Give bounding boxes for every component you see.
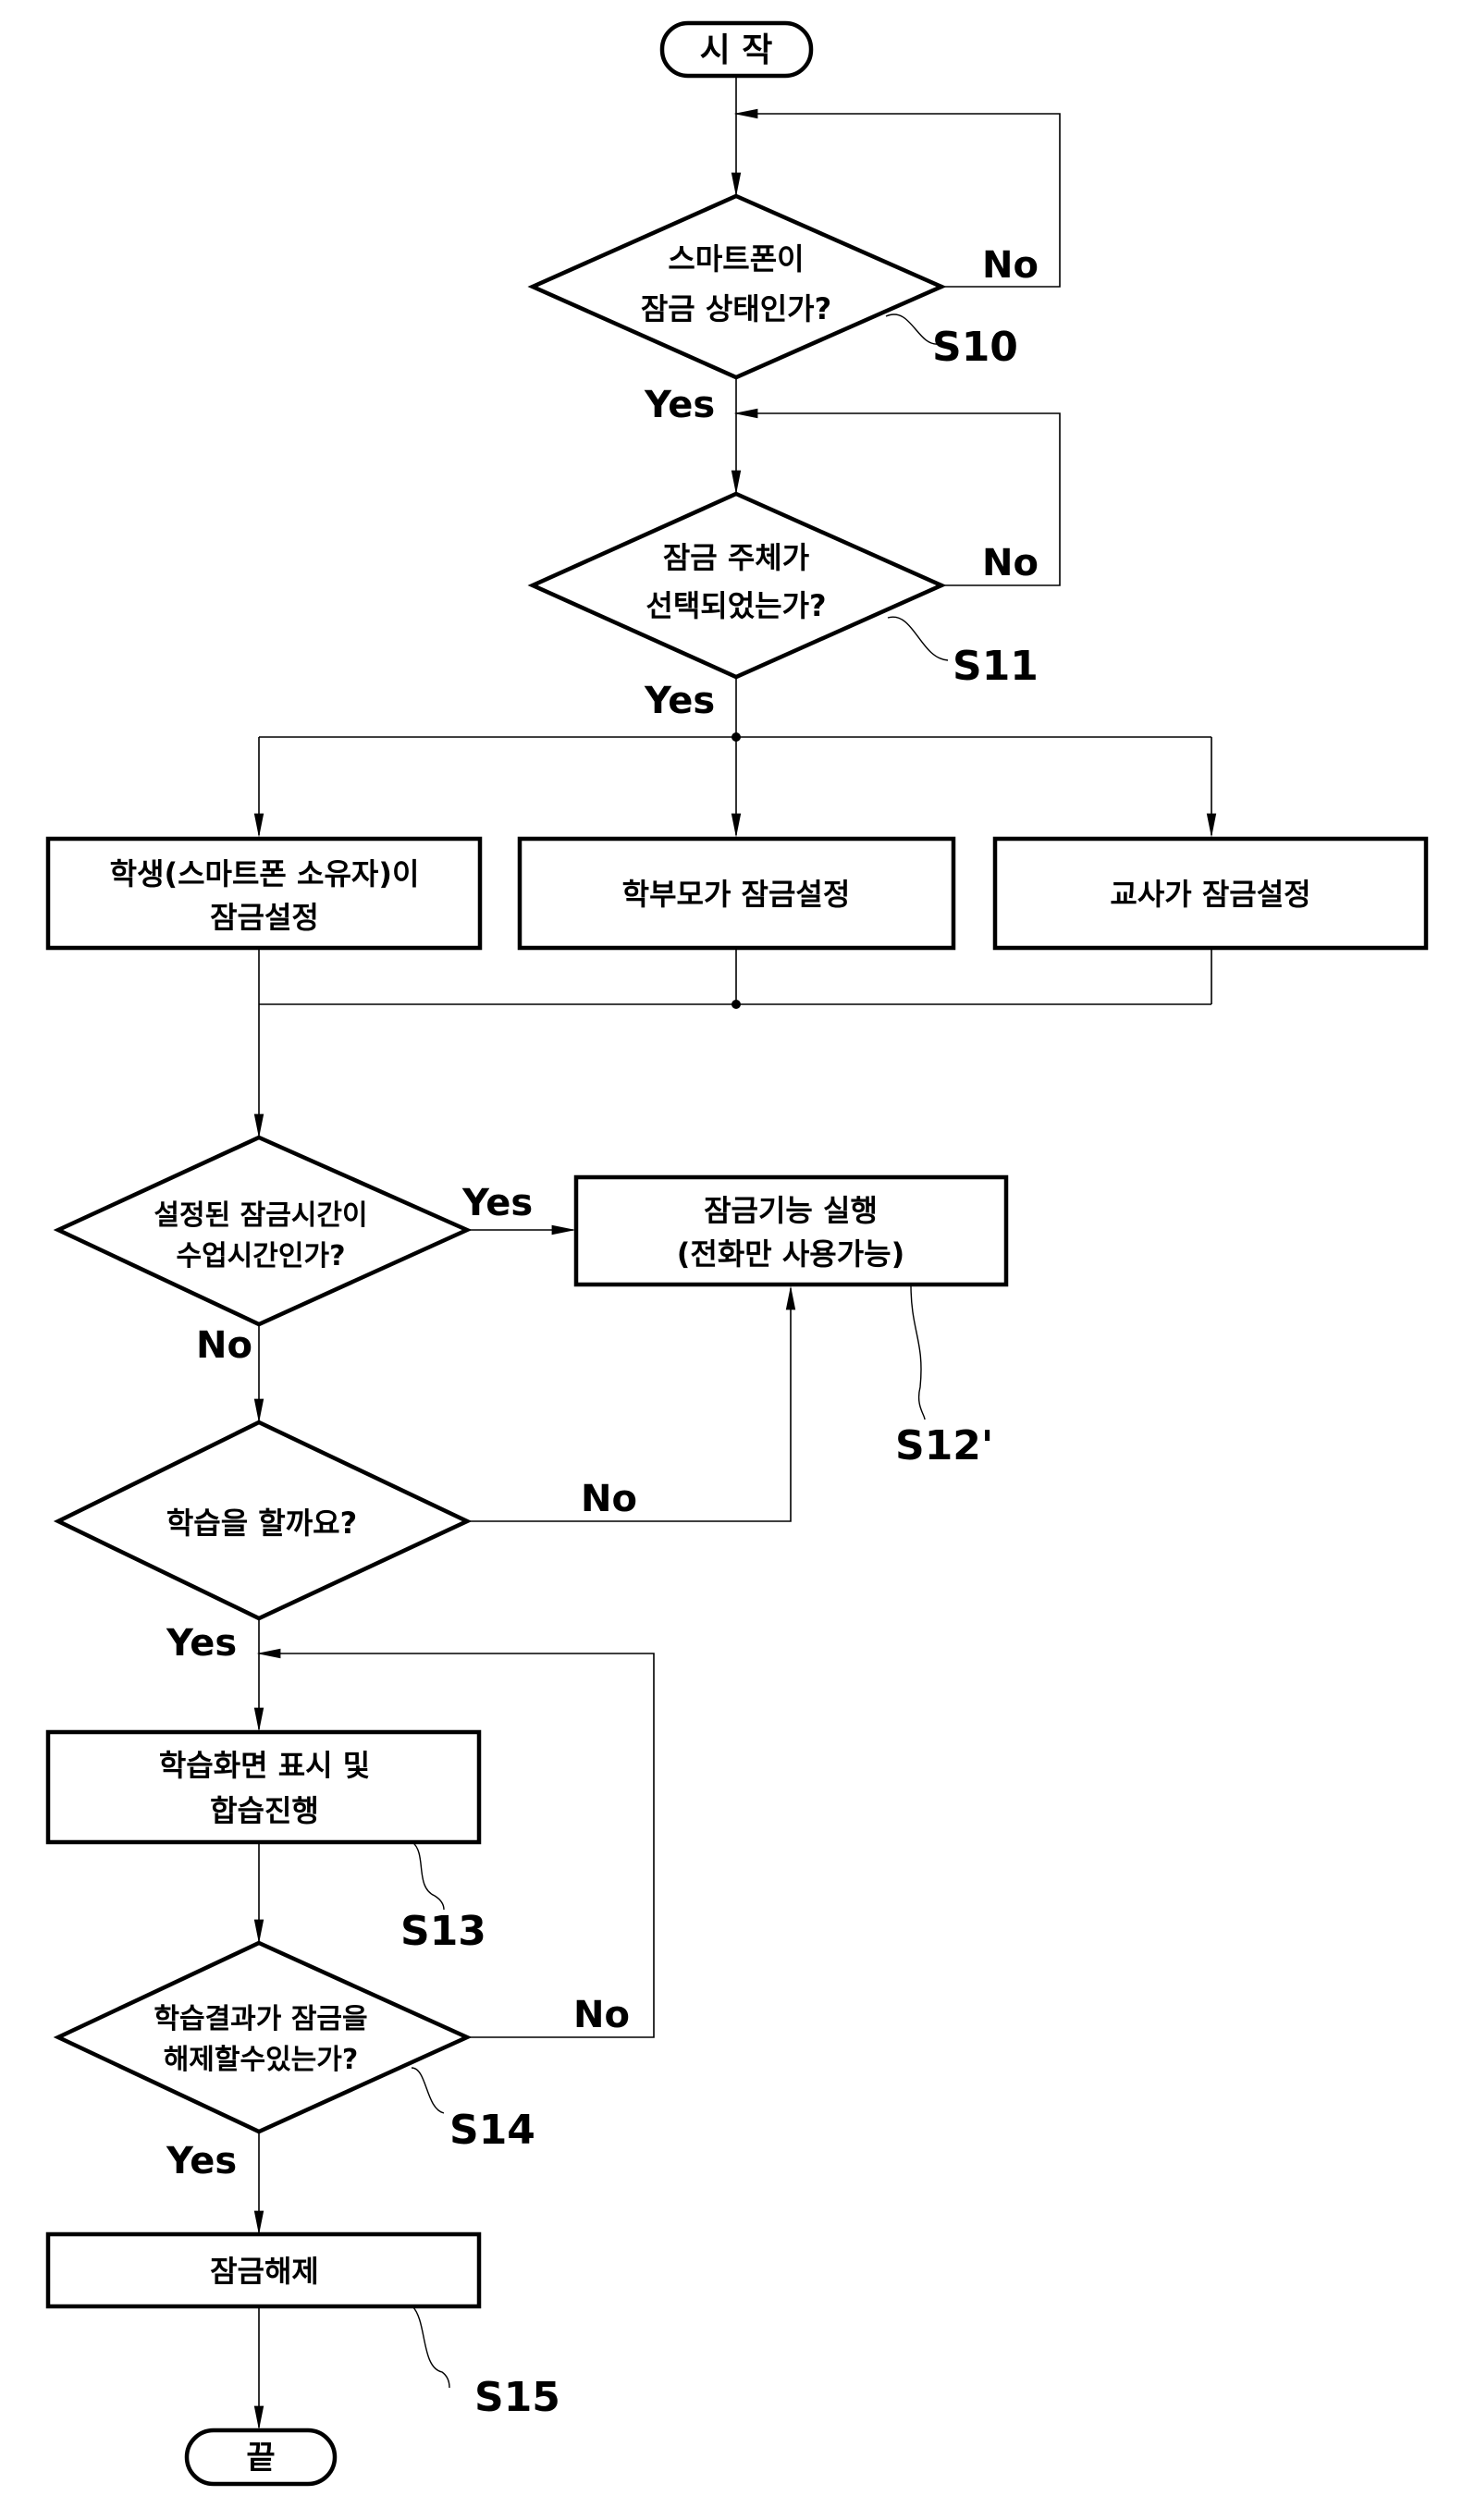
lock-subject-yes-label: Yes [644,680,715,722]
study-prompt-yes-label: Yes [166,1622,237,1665]
end-terminal: 끝 [184,2428,338,2487]
decision-study-prompt-line1: 학습을 할까요? [166,1506,357,1541]
start-terminal: 시 작 [659,20,814,79]
start-label: 시 작 [700,31,773,69]
s11-leader [887,616,949,661]
unlock-check-no-label: No [573,1994,630,2036]
decision-study-prompt: 학습을 할까요? [53,1420,473,1621]
box-student-lock: 학생(스마트폰 소유자)이 잠금설정 [45,836,483,951]
class-time-no-label: No [196,1324,252,1367]
decision-lock-state: 스마트폰이 잠금 상태인가? [527,193,947,380]
box-lock-exec-line1: 잠금기능 실행 [704,1193,878,1228]
box-teacher-line1: 교사가 잠금설정 [1110,877,1310,912]
decision-lock-subject-line1: 잠금 주체가 [663,540,809,575]
flow-lock-state-no-loop [733,108,1061,288]
decision-lock-subject-line2: 선택되었는가? [645,588,826,623]
decision-lock-state-line1: 스마트폰이 [668,241,804,277]
decision-unlock-check: 학습결과가 잠금을 해제할수있는가? [53,1940,473,2134]
box-parent-line1: 학부모가 잠금설정 [622,877,851,912]
box-student-line1: 학생(스마트폰 소유자)이 [110,856,420,891]
box-lock-exec: 잠금기능 실행 (전화만 사용가능) [573,1174,1009,1287]
lock-state-no-label: No [982,244,1039,287]
lock-subject-no-label: No [982,542,1039,584]
box-study: 학습화면 표시 및 합습진행 [45,1729,482,1845]
box-study-line2: 합습진행 [210,1793,319,1828]
box-teacher-lock: 교사가 잠금설정 [992,836,1429,951]
box-study-line1: 학습화면 표시 및 [159,1748,370,1783]
s14-leader [411,2067,445,2114]
decision-unlock-check-line1: 학습결과가 잠금을 [154,2003,367,2035]
lock-state-yes-label: Yes [644,384,715,426]
study-prompt-no-label: No [581,1478,637,1520]
box-lock-exec-line2: (전화만 사용가능) [677,1236,904,1272]
s10-leader [885,313,940,345]
flow-unlock-check-no-loop [256,1648,655,2038]
decision-unlock-check-line2: 해제할수있는가? [164,2044,359,2076]
class-time-yes-label: Yes [461,1182,533,1224]
step-s15: S15 [474,2374,560,2421]
decision-class-time-line1: 설정된 잠금시간이 [154,1199,367,1232]
step-s11: S11 [953,643,1039,690]
decision-lock-subject: 잠금 주체가 선택되었는가? [527,491,947,680]
box-unlock: 잠금해제 [45,2231,482,2309]
box-parent-lock: 학부모가 잠금설정 [517,836,956,951]
unlock-check-yes-label: Yes [166,2140,237,2182]
s15-leader [412,2305,450,2389]
decision-class-time-line2: 수업시간인가? [176,1240,345,1272]
end-label: 끝 [246,2440,275,2477]
box-student-line2: 잠금설정 [210,900,319,935]
merge-junction [732,1000,741,1009]
step-s13: S13 [400,1908,486,1955]
box-unlock-line1: 잠금해제 [210,2254,319,2289]
step-s14: S14 [449,2107,535,2154]
flow-study-prompt-no [467,1285,796,1522]
step-s10: S10 [932,324,1018,371]
s13-leader [412,1841,445,1911]
s12-leader [910,1284,926,1420]
flow-subject-no-loop [733,408,1061,586]
step-s12: S12' [895,1422,993,1469]
decision-lock-state-line2: 잠금 상태인가? [641,291,831,326]
decision-class-time: 설정된 잠금시간이 수업시간인가? [53,1135,473,1327]
